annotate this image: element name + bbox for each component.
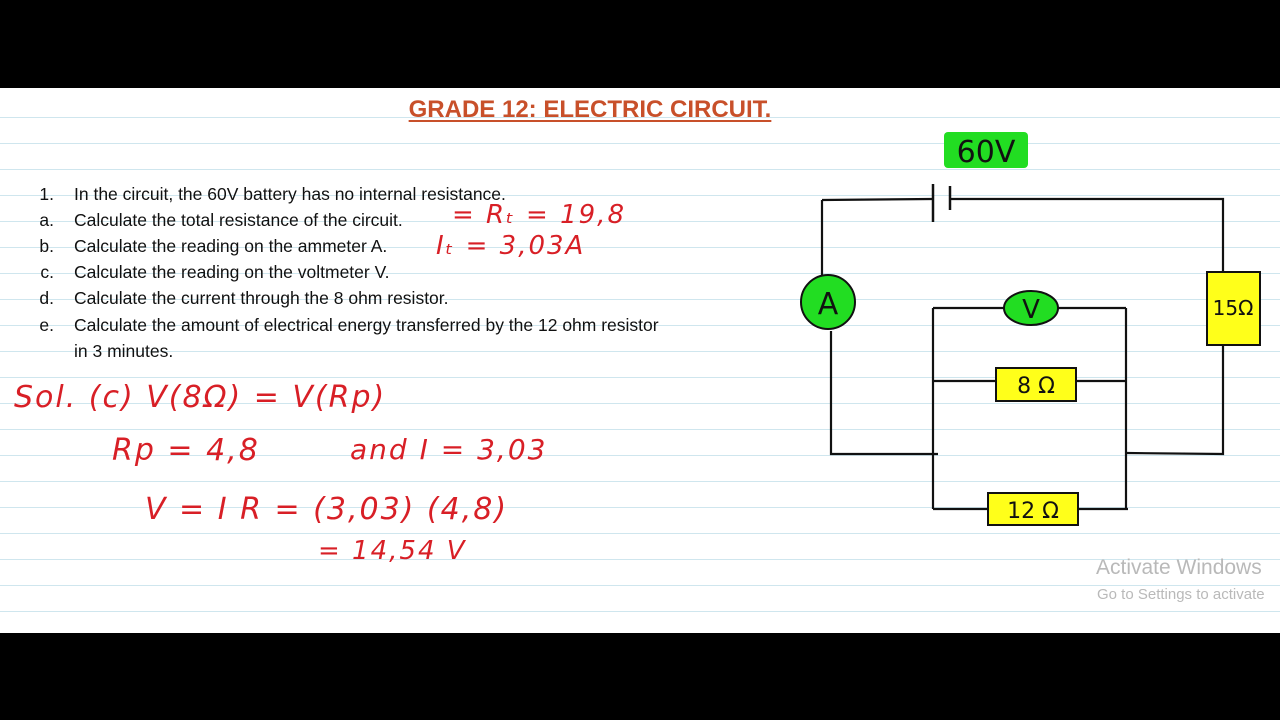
handwritten-solution-formula: V = I R = (3,03) (4,8)	[145, 492, 509, 527]
ammeter-label: A	[818, 287, 839, 322]
resistor-12-ohm	[987, 492, 1079, 526]
question-label: c.	[40, 262, 54, 282]
voltmeter-symbol	[1003, 290, 1059, 326]
question-text: Calculate the reading on the ammeter A.	[74, 236, 388, 256]
battery-label: 60V	[957, 135, 1016, 170]
circuit-diagram: 60V A V 15Ω 8 Ω 12 Ω	[800, 132, 1261, 526]
question-text: Calculate the total resistance of the ci…	[74, 210, 403, 230]
question-text: In the circuit, the 60V battery has no i…	[74, 184, 506, 204]
question-text: Calculate the current through the 8 ohm …	[74, 288, 449, 308]
activation-watermark-subtitle: Go to Settings to activate	[1097, 586, 1265, 603]
wire	[821, 197, 933, 202]
battery-label-highlight	[944, 132, 1028, 168]
resistor-15-label: 15Ω	[1213, 296, 1254, 320]
handwritten-solution-result: = 14,54 V	[318, 536, 467, 566]
question-label: a.	[39, 210, 54, 230]
resistor-12-label: 12 Ω	[1007, 499, 1059, 524]
handwritten-answer-a: = Rₜ = 19,8	[452, 200, 626, 230]
handwritten-solution-rp: Rp = 4,8	[112, 433, 260, 468]
wire	[950, 197, 1225, 272]
question-label: e.	[39, 315, 54, 335]
handwritten-solution-line-1: Sol. (c) V(8Ω) = V(Rp)	[14, 380, 387, 415]
wire	[829, 331, 938, 456]
question-text: in 3 minutes.	[74, 341, 174, 361]
handwritten-answer-b: Iₜ = 3,03A	[436, 231, 586, 261]
lined-page: GRADE 12: ELECTRIC CIRCUIT. 1. In the ci…	[0, 88, 1280, 633]
question-label: b.	[39, 236, 54, 256]
voltmeter-label: V	[1022, 295, 1040, 325]
handwritten-solution-current: and I = 3,03	[350, 433, 548, 466]
question-text: Calculate the amount of electrical energ…	[74, 315, 659, 335]
ammeter-symbol	[800, 274, 856, 330]
resistor-15-ohm	[1206, 271, 1261, 346]
question-label: d.	[39, 288, 54, 308]
resistor-8-ohm	[995, 367, 1077, 402]
page-title: GRADE 12: ELECTRIC CIRCUIT.	[408, 96, 772, 123]
activation-watermark-title: Activate Windows	[1096, 556, 1262, 579]
wire	[1126, 345, 1225, 456]
question-text: Calculate the reading on the voltmeter V…	[74, 262, 390, 282]
question-label: 1.	[39, 184, 54, 204]
resistor-8-label: 8 Ω	[1017, 374, 1055, 399]
